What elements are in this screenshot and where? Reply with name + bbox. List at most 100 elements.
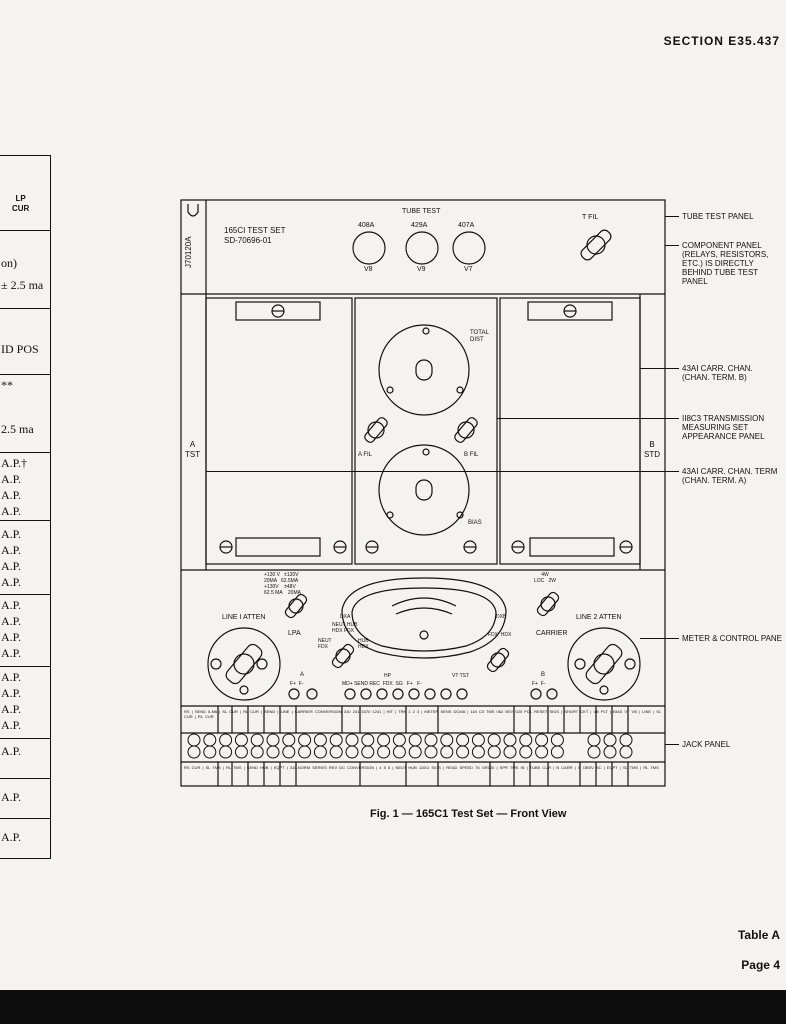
jack-socket — [471, 745, 485, 759]
jack-socket — [298, 745, 312, 759]
test-set-title: 165CI TEST SET — [224, 226, 286, 235]
left-table-cell: ± 2.5 ma — [1, 278, 44, 292]
tube-test-label: TUBE TEST — [402, 208, 441, 215]
binding-post-labels: MD+ SEND REC FDX SG F+ F- — [342, 681, 422, 687]
jack-socket — [203, 745, 217, 759]
line2-atten-label: LINE 2 ATTEN — [576, 614, 622, 621]
figure-caption: Fig. 1 — 165C1 Test Set — Front View — [370, 808, 567, 820]
f-plus-minus-a-label: F+ F- — [290, 681, 304, 687]
left-table-cell: A.P. — [1, 646, 22, 660]
dxa-label: DXA — [340, 614, 351, 620]
jack-socket — [250, 733, 264, 747]
jack-socket — [392, 745, 406, 759]
t-fil-label: T FIL — [582, 214, 599, 221]
tube-v7-label: V7 — [464, 266, 473, 273]
jack-socket — [550, 733, 564, 747]
jack-socket — [377, 733, 391, 747]
jack-socket — [361, 733, 375, 747]
hp-group-label: HP — [384, 673, 391, 679]
jack-socket — [282, 745, 296, 759]
jack-socket — [424, 733, 438, 747]
jack-socket — [329, 733, 343, 747]
jack-socket — [587, 745, 601, 759]
lp-cur-header: LP CUR — [12, 194, 30, 213]
left-table-cell: A.P. — [1, 718, 22, 732]
jack-socket — [456, 745, 470, 759]
dxa-settings-label: NEUT HUB HDX FDX — [332, 622, 358, 634]
jack-top-labels: RS | SEND 5-M6 | SL CUR | RL CUR | SEND … — [184, 709, 662, 719]
jack-socket — [503, 745, 517, 759]
left-table-cell: A.P. — [1, 575, 22, 589]
line1-atten-label: LINE I ATTEN — [222, 614, 266, 621]
jack-socket — [345, 733, 359, 747]
tube-407a-label: 407A — [458, 222, 475, 229]
jack-socket — [619, 733, 633, 747]
left-table-cell: A.P. — [1, 614, 22, 628]
footer-page-number: Page 4 — [741, 958, 780, 972]
left-table-cell: A.P. — [1, 830, 22, 844]
a-fil-label: A FIL — [358, 452, 373, 458]
jack-socket — [440, 745, 454, 759]
jack-socket — [250, 745, 264, 759]
left-table-cell: ID POS — [1, 342, 39, 356]
carrier-label: CARRIER — [536, 630, 568, 637]
jack-socket — [234, 745, 248, 759]
jack-socket — [298, 733, 312, 747]
neut-fdx-label: NEUT FDX — [318, 638, 332, 650]
jack-socket — [440, 733, 454, 747]
left-table-cell: A.P. — [1, 790, 22, 804]
left-table-cell: A.P. — [1, 702, 22, 716]
left-table-cell: A.P. — [1, 598, 22, 612]
jack-socket — [503, 733, 517, 747]
jack-socket — [187, 733, 201, 747]
jack-socket — [487, 733, 501, 747]
jack-socket — [392, 733, 406, 747]
jack-socket — [203, 733, 217, 747]
callout-43a1-chan-b: 43AI CARR. CHAN. (CHAN. TERM. B) — [682, 364, 753, 382]
jack-socket — [361, 745, 375, 759]
left-partial-table: LP CUR — [0, 155, 51, 859]
b-fil-label: B FIL — [464, 452, 479, 458]
jack-socket — [187, 745, 201, 759]
a-tst-label: A TST — [185, 440, 201, 459]
jack-socket — [619, 745, 633, 759]
jack-socket — [603, 733, 617, 747]
jack-socket — [535, 745, 549, 759]
jack-socket — [408, 745, 422, 759]
left-table-cell: A.P. — [1, 527, 22, 541]
lpa-settings-label: +130 V ±130V 20MA 62.5MA +130V ±48V 62.5… — [264, 572, 301, 596]
section-header: SECTION E35.437 — [663, 34, 780, 48]
callout-jack-panel: JACK PANEL — [682, 740, 731, 749]
jack-socket — [519, 733, 533, 747]
jack-socket — [266, 745, 280, 759]
callout-118c3-panel: II8C3 TRANSMISSION MEASURING SET APPEARA… — [682, 414, 765, 441]
left-table-cell: 2.5 ma — [1, 422, 34, 436]
left-table-cell: A.P. — [1, 488, 22, 502]
left-table-cell: A.P. — [1, 630, 22, 644]
tube-408a-label: 408A — [358, 222, 375, 229]
callout-component-panel: COMPONENT PANEL (RELAYS, RESISTORS, ETC.… — [682, 241, 769, 286]
left-table-cell: on) — [1, 256, 17, 270]
vt-tst-label: VT TST — [452, 673, 470, 679]
jack-socket — [587, 733, 601, 747]
callout-meter-control-panel: METER & CONTROL PANE — [682, 634, 783, 643]
dxb-label: DXB — [496, 614, 507, 620]
left-table-cell: A.P. — [1, 472, 22, 486]
group-a-label: A — [300, 672, 305, 678]
left-table-cell: A.P. — [1, 744, 22, 758]
jack-socket — [313, 745, 327, 759]
tube-429a-label: 429A — [411, 222, 428, 229]
test-set-drawing-number: SD-70696-01 — [224, 236, 272, 245]
jack-socket — [313, 733, 327, 747]
jack-socket — [345, 745, 359, 759]
4w-2w-label: 4W LOC 2W — [534, 572, 556, 584]
left-table-cell: A.P. — [1, 504, 22, 518]
tube-v8-label: V8 — [364, 266, 373, 273]
tube-v9-label: V9 — [417, 266, 426, 273]
jack-socket — [377, 745, 391, 759]
jack-socket — [535, 733, 549, 747]
scan-bottom-edge — [0, 990, 786, 1024]
jack-socket — [471, 733, 485, 747]
b-std-label: B STD — [644, 440, 660, 459]
